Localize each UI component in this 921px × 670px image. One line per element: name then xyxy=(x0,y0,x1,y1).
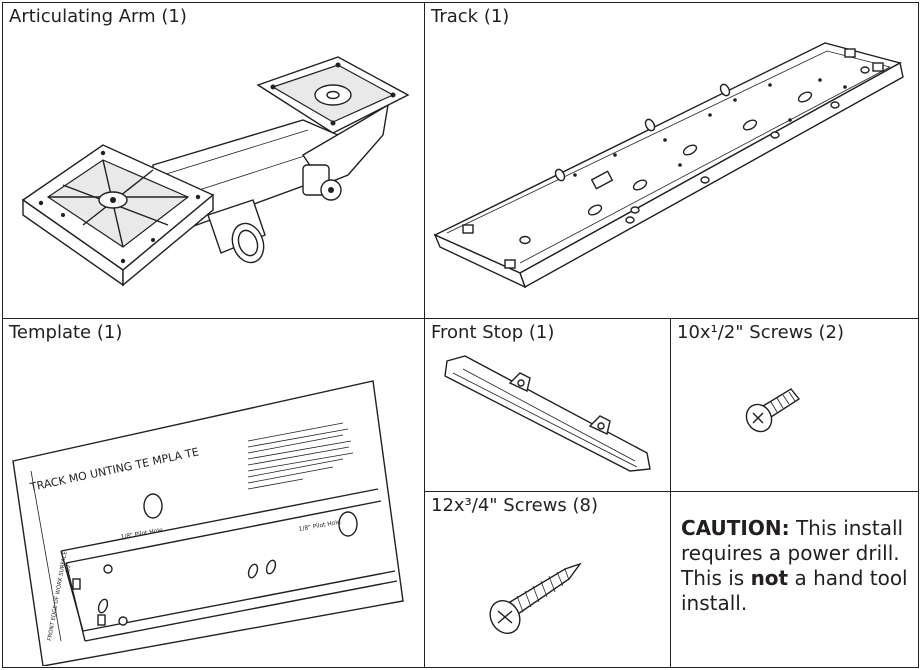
wood-screw-drawing xyxy=(489,562,582,635)
articulating-arm-label: Articulating Arm (1) xyxy=(9,6,187,27)
template-cell: Template (1) xyxy=(2,318,426,668)
caution-emphasis: not xyxy=(750,566,789,590)
screws-10-label: 10x¹/2" Screws (2) xyxy=(677,322,845,343)
screws-12-cell: 12x³/4" Screws (8) xyxy=(424,491,672,668)
track-cell: Track (1) xyxy=(424,2,919,320)
template-label: Template (1) xyxy=(9,322,123,343)
articulating-arm-cell: Articulating Arm (1) xyxy=(2,2,426,320)
caution-text-2: a hand tool install. xyxy=(681,566,908,615)
template-drawing: TRACK MO UNTING TE MPLA TE 1/8" Pilot Ho… xyxy=(12,380,404,666)
caution-heading: CAUTION: xyxy=(681,516,790,540)
screws-12-label: 12x³/4" Screws (8) xyxy=(431,495,599,516)
front-stop-cell: Front Stop (1) xyxy=(424,318,672,493)
track-label: Track (1) xyxy=(431,6,510,27)
front-stop-drawing xyxy=(444,355,651,472)
screws-10-cell: 10x¹/2" Screws (2) xyxy=(670,318,919,493)
articulating-arm-drawing xyxy=(21,56,410,287)
caution-cell: CAUTION: This install requires a power d… xyxy=(670,491,919,668)
track-drawing xyxy=(433,42,904,289)
template-dim-label: 1/2" xyxy=(65,562,73,573)
machine-screw-drawing xyxy=(745,388,801,433)
front-stop-label: Front Stop (1) xyxy=(431,322,555,343)
caution-note: CAUTION: This install requires a power d… xyxy=(681,516,918,616)
caution-text-1: This install requires a power drill. Thi… xyxy=(681,516,904,590)
